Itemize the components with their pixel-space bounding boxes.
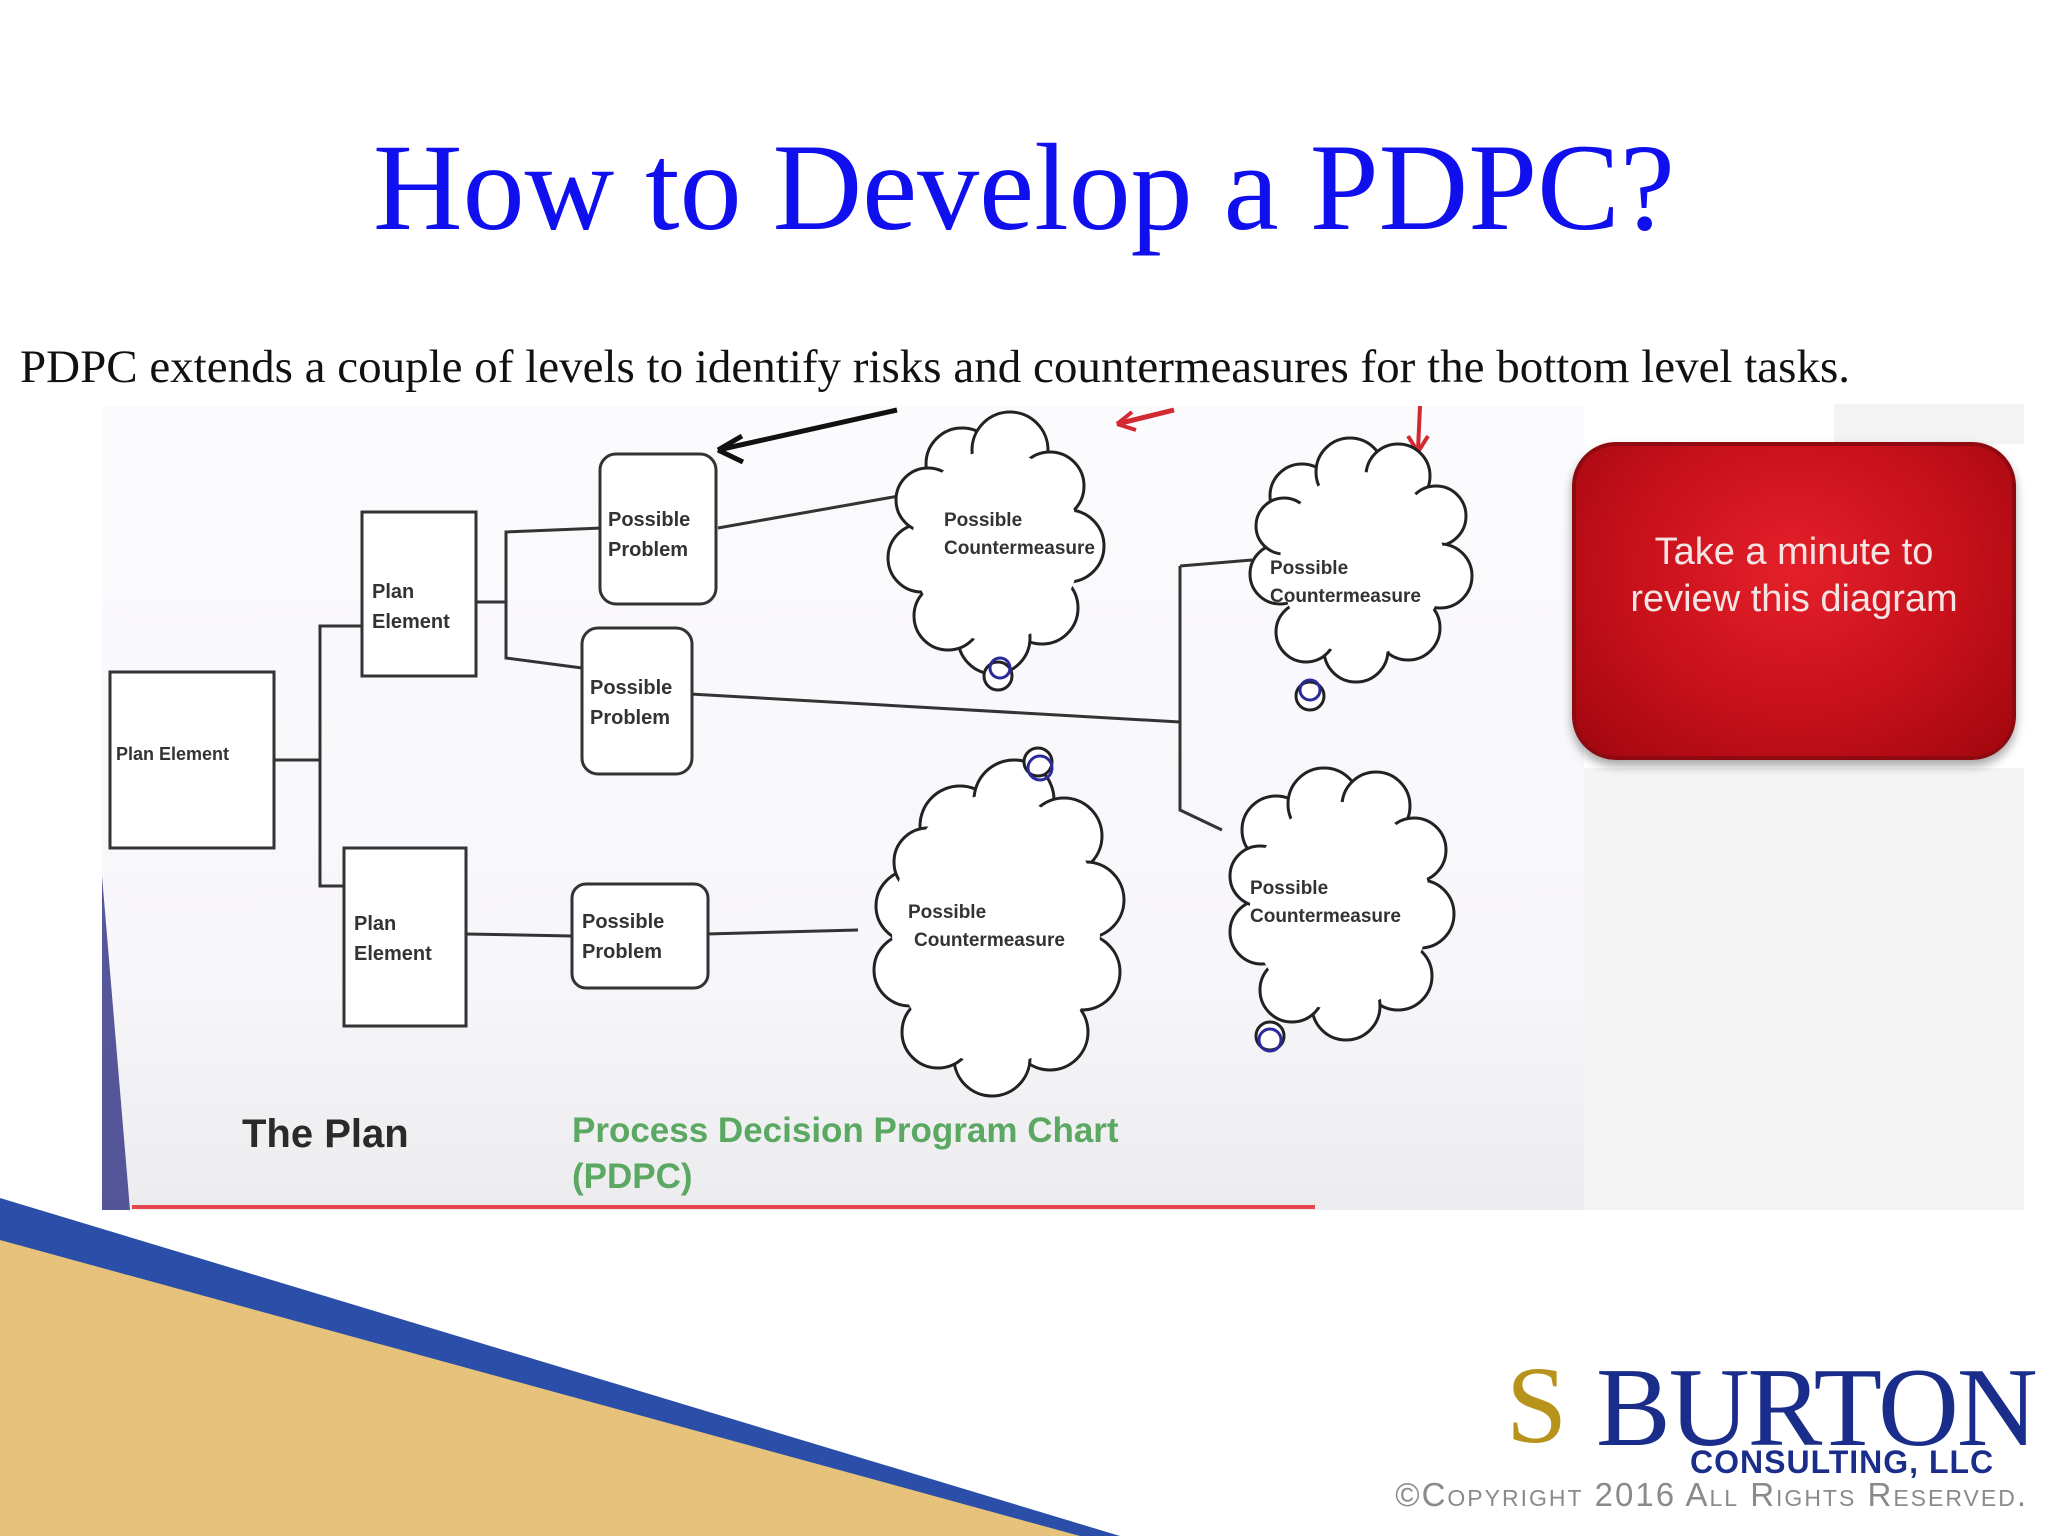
countermeasure-cloud-3: [872, 746, 1126, 1098]
countermeasure-4-line-1: Possible: [1250, 878, 1328, 899]
red-down-arrow: [1416, 406, 1422, 451]
root-plan-element-label: Plan Element: [116, 744, 229, 764]
root-plan-element-box: [108, 670, 276, 850]
slide-subtitle: PDPC extends a couple of levels to ident…: [20, 341, 1850, 393]
red-annotation-arrow: [1116, 407, 1175, 427]
problem-2-line-2: Problem: [590, 707, 670, 729]
plan-element-1-line-1: Plan: [372, 581, 414, 603]
problem-2-line-1: Possible: [590, 677, 672, 699]
problem-3-line-2: Problem: [582, 941, 662, 963]
countermeasure-1-line-1: Possible: [944, 510, 1022, 531]
progress-underline: [132, 1205, 1315, 1209]
problem-1-line-2: Problem: [608, 539, 688, 561]
pdpc-caption: Process Decision Program Chart (PDPC): [572, 1108, 1192, 1199]
annotation-arrowhead: [716, 433, 745, 465]
countermeasure-cloud-4: [1228, 766, 1456, 1053]
plan-element-box-2: [342, 846, 468, 1028]
possible-problem-box-2: [580, 626, 694, 776]
countermeasure-2-line-2: Countermeasure: [1270, 586, 1421, 607]
possible-problem-box-3: [570, 882, 710, 990]
problem-1-line-1: Possible: [608, 509, 690, 531]
pdpc-caption-line-2: (PDPC): [572, 1156, 693, 1196]
logo-emblem: S: [1506, 1344, 1568, 1466]
countermeasure-cloud-1: [886, 410, 1106, 692]
pdpc-diagram: Plan Element Plan Element Plan Element P…: [102, 406, 1474, 1210]
plan-element-2-line-1: Plan: [354, 913, 396, 935]
countermeasure-3-line-2: Countermeasure: [914, 930, 1065, 951]
countermeasure-1-line-2: Countermeasure: [944, 538, 1095, 559]
connector-lines: [272, 492, 1253, 938]
decorative-swoosh: [0, 1198, 1120, 1536]
plan-element-2-line-2: Element: [354, 943, 432, 965]
blue-swoosh-band: [0, 1198, 1120, 1536]
countermeasure-3-line-1: Possible: [908, 902, 986, 923]
copyright-notice: ©Copyright 2016 All Rights Reserved.: [1395, 1476, 2028, 1513]
countermeasure-4-line-2: Countermeasure: [1250, 906, 1401, 927]
red-annotation-arrowhead: [1115, 410, 1137, 432]
review-callout-text: Take a minute to review this diagram: [1630, 530, 1958, 621]
the-plan-label: The Plan: [242, 1112, 409, 1156]
countermeasure-2-line-1: Possible: [1270, 558, 1348, 579]
screen-patch: [1834, 404, 2024, 444]
possible-problem-box-1: [598, 452, 718, 606]
pdpc-caption-line-1: Process Decision Program Chart: [572, 1111, 1119, 1150]
logo-subtitle: CONSULTING, LLC: [1690, 1444, 1995, 1480]
slide-title: How to Develop a PDPC?: [373, 119, 1675, 256]
review-callout: Take a minute to review this diagram: [1572, 442, 2016, 760]
logo-name: BURTON: [1596, 1346, 2038, 1470]
countermeasure-cloud-2: [1248, 436, 1474, 712]
diagram-panel: Plan Element Plan Element Plan Element P…: [102, 406, 1584, 1210]
problem-3-line-1: Possible: [582, 911, 664, 933]
right-side-panel: [1584, 768, 2024, 1210]
plan-element-box-1: [360, 510, 478, 678]
panel-edge-shape: [102, 876, 130, 1210]
company-logo: S BURTON CONSULTING, LLC: [1500, 1350, 2040, 1530]
plan-element-1-line-2: Element: [372, 611, 450, 633]
annotation-arrow: [717, 407, 898, 453]
